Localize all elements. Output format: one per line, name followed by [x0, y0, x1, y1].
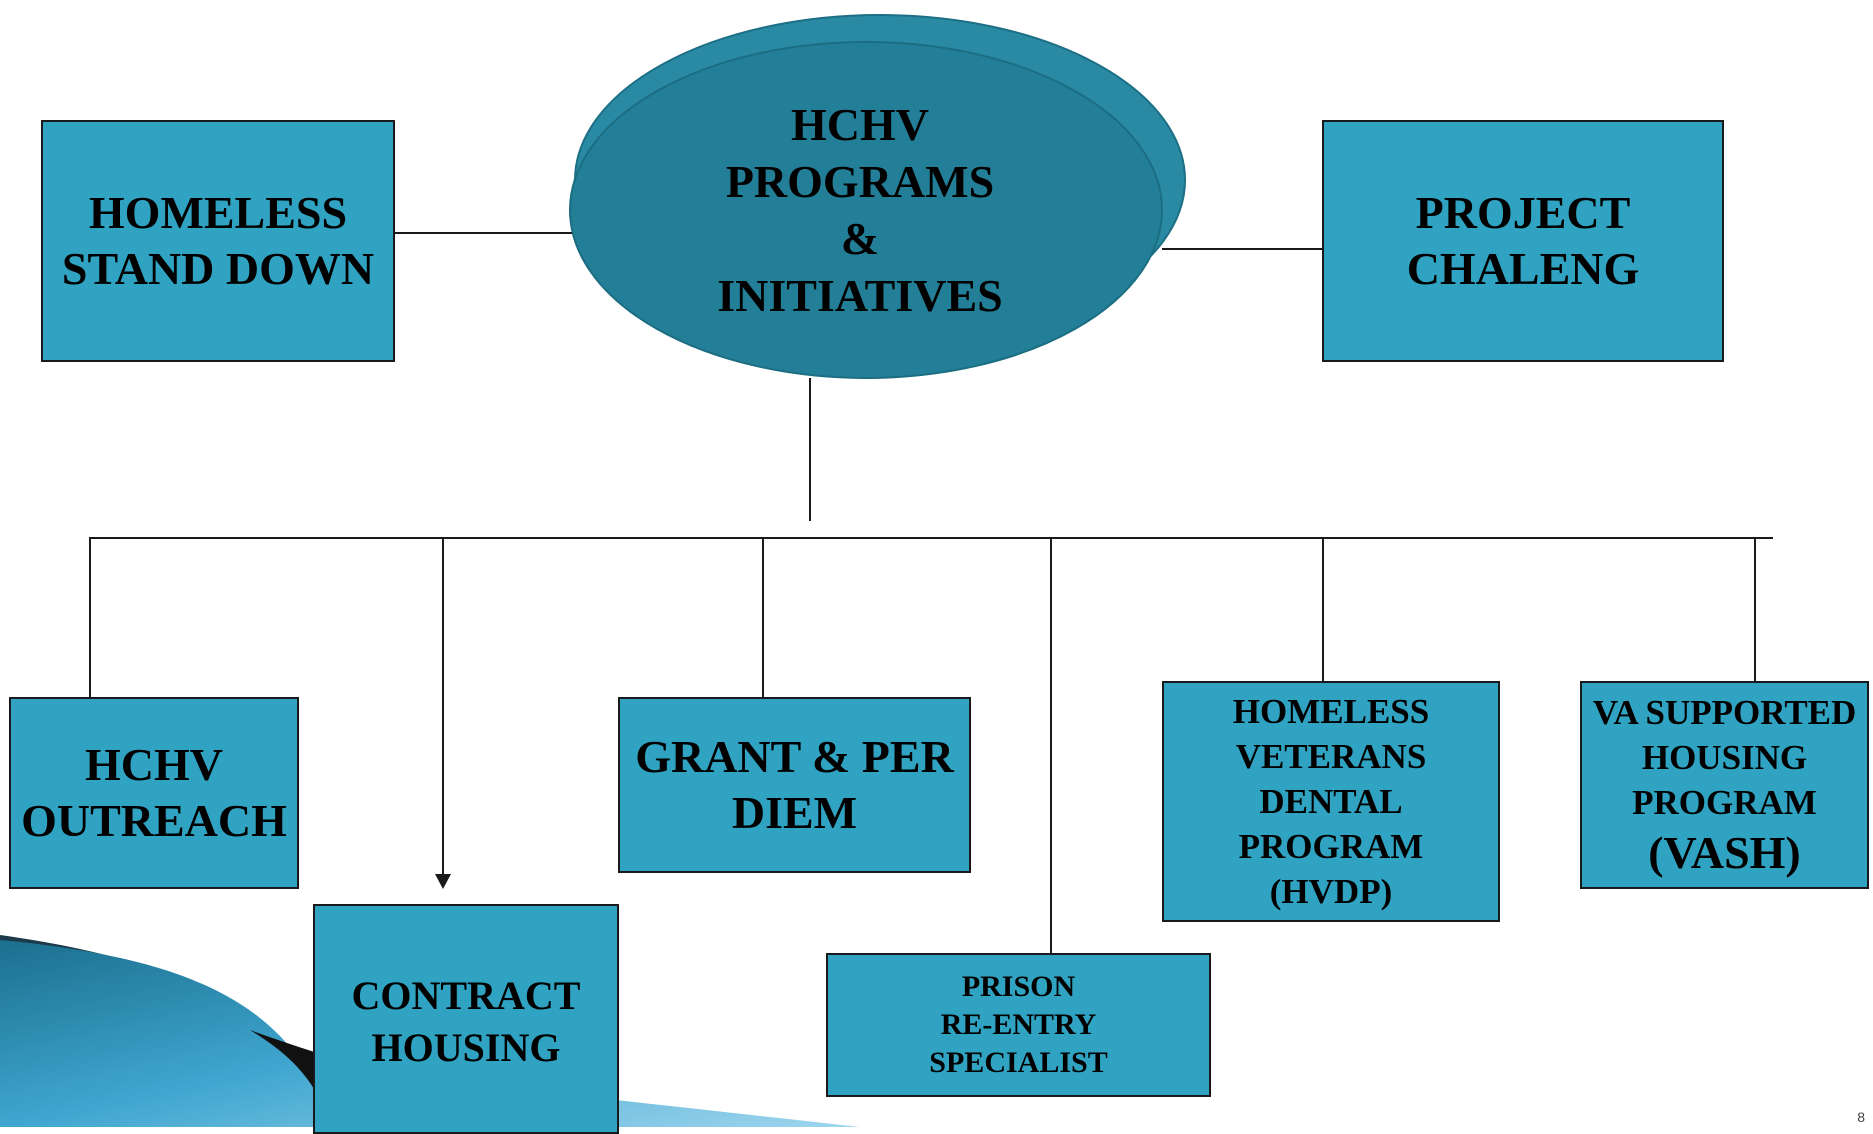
- drop-grant: [762, 537, 764, 697]
- node-line: HOMELESS: [88, 187, 348, 238]
- node-line: SPECIALIST: [929, 1046, 1108, 1079]
- arrowhead-icon: [435, 874, 451, 889]
- node-line: RE-ENTRY: [940, 1008, 1097, 1041]
- slide-number: 8: [1857, 1109, 1865, 1125]
- node-project-chaleng: PROJECT CHALENG: [1322, 120, 1724, 362]
- node-line: CHALENG: [1406, 243, 1640, 294]
- node-line: PRISON: [961, 970, 1076, 1003]
- node-vash: VA SUPPORTED HOUSING PROGRAM (VASH): [1580, 681, 1869, 889]
- node-line: STAND DOWN: [61, 243, 375, 294]
- node-hchv-outreach: HCHV OUTREACH: [9, 697, 299, 889]
- drop-outreach: [89, 537, 91, 697]
- central-node-label: HCHV PROGRAMS & INITIATIVES: [600, 95, 1120, 325]
- central-line-1: HCHV: [791, 99, 929, 150]
- connector-left: [394, 232, 572, 234]
- node-line: PROJECT: [1415, 187, 1631, 238]
- node-line: GRANT & PER: [635, 731, 954, 782]
- connector-right: [1162, 248, 1324, 250]
- node-line: HOMELESS: [1232, 692, 1430, 731]
- drop-prison: [1050, 537, 1052, 954]
- node-grant-per-diem: GRANT & PER DIEM: [618, 697, 971, 873]
- node-line: (VASH): [1648, 826, 1801, 878]
- node-line: DENTAL: [1259, 782, 1403, 821]
- node-line: CONTRACT: [351, 973, 581, 1018]
- node-line: (HVDP): [1269, 872, 1393, 911]
- node-line: HCHV: [85, 739, 223, 790]
- node-dental-program: HOMELESS VETERANS DENTAL PROGRAM (HVDP): [1162, 681, 1500, 922]
- connector-down: [809, 378, 811, 521]
- central-line-4: INITIATIVES: [717, 270, 1003, 321]
- node-contract-housing: CONTRACT HOUSING: [313, 904, 619, 1134]
- node-line: HOUSING: [1641, 737, 1808, 777]
- node-line: DIEM: [731, 787, 858, 838]
- node-prison-reentry: PRISON RE-ENTRY SPECIALIST: [826, 953, 1211, 1097]
- node-line: HOUSING: [371, 1025, 561, 1070]
- drop-dental: [1322, 537, 1324, 682]
- drop-contract: [442, 537, 444, 875]
- node-homeless-stand-down: HOMELESS STAND DOWN: [41, 120, 395, 362]
- central-line-3: &: [840, 213, 880, 264]
- central-line-2: PROGRAMS: [725, 156, 995, 207]
- node-line: VA SUPPORTED: [1592, 692, 1857, 732]
- node-line: VETERANS: [1235, 737, 1427, 776]
- drop-vash: [1754, 537, 1756, 682]
- horizontal-bus: [90, 537, 1773, 539]
- node-line: OUTREACH: [21, 795, 287, 846]
- node-line: PROGRAM: [1238, 827, 1424, 866]
- node-line: PROGRAM: [1632, 782, 1817, 822]
